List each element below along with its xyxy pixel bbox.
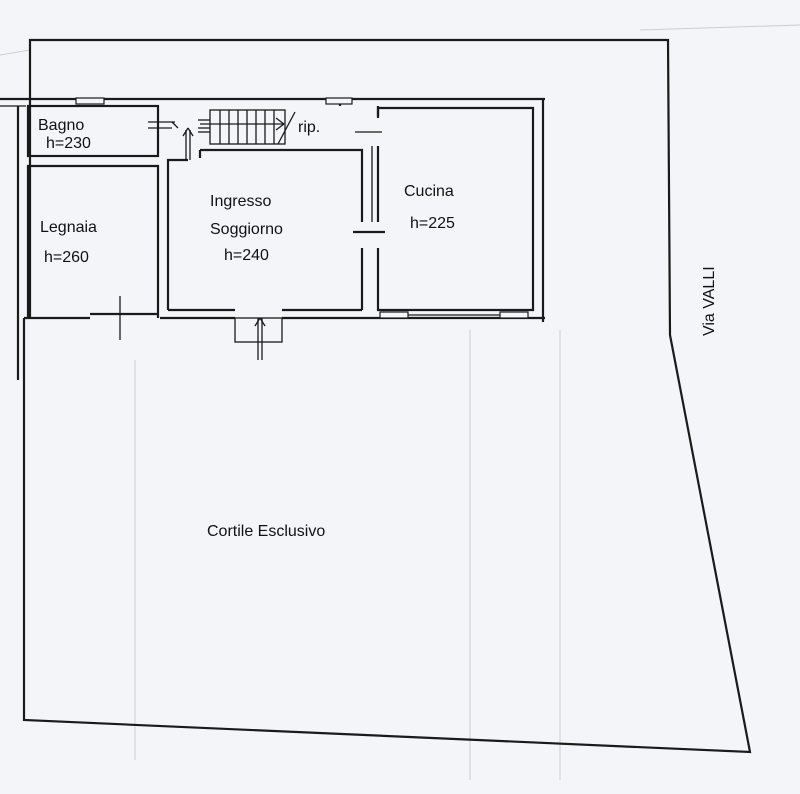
ripostiglio-label: rip. [298, 119, 320, 136]
street-label: Via VALLI [701, 266, 718, 336]
room-legnaia [26, 164, 160, 340]
soggiorno-label: Soggiorno [210, 221, 283, 238]
ingresso-label: Ingresso [210, 193, 271, 210]
staircase [198, 109, 296, 145]
property-boundary [22, 38, 752, 754]
legnaia-height: h=260 [44, 249, 89, 266]
room-bagno [26, 97, 179, 158]
scan-texture [0, 24, 800, 780]
entrance-steps [234, 317, 283, 360]
ingresso-height: h=240 [224, 247, 269, 264]
courtyard-label: Cortile Esclusivo [207, 523, 325, 540]
cucina-label: Cucina [404, 183, 454, 200]
legnaia-label: Legnaia [40, 219, 97, 236]
room-cucina [353, 106, 535, 319]
bagno-height: h=230 [46, 135, 91, 152]
room-ripostiglio [325, 97, 382, 222]
bagno-label: Bagno [38, 117, 84, 134]
room-ingresso-soggiorno [166, 127, 364, 312]
cucina-height: h=225 [410, 215, 455, 232]
